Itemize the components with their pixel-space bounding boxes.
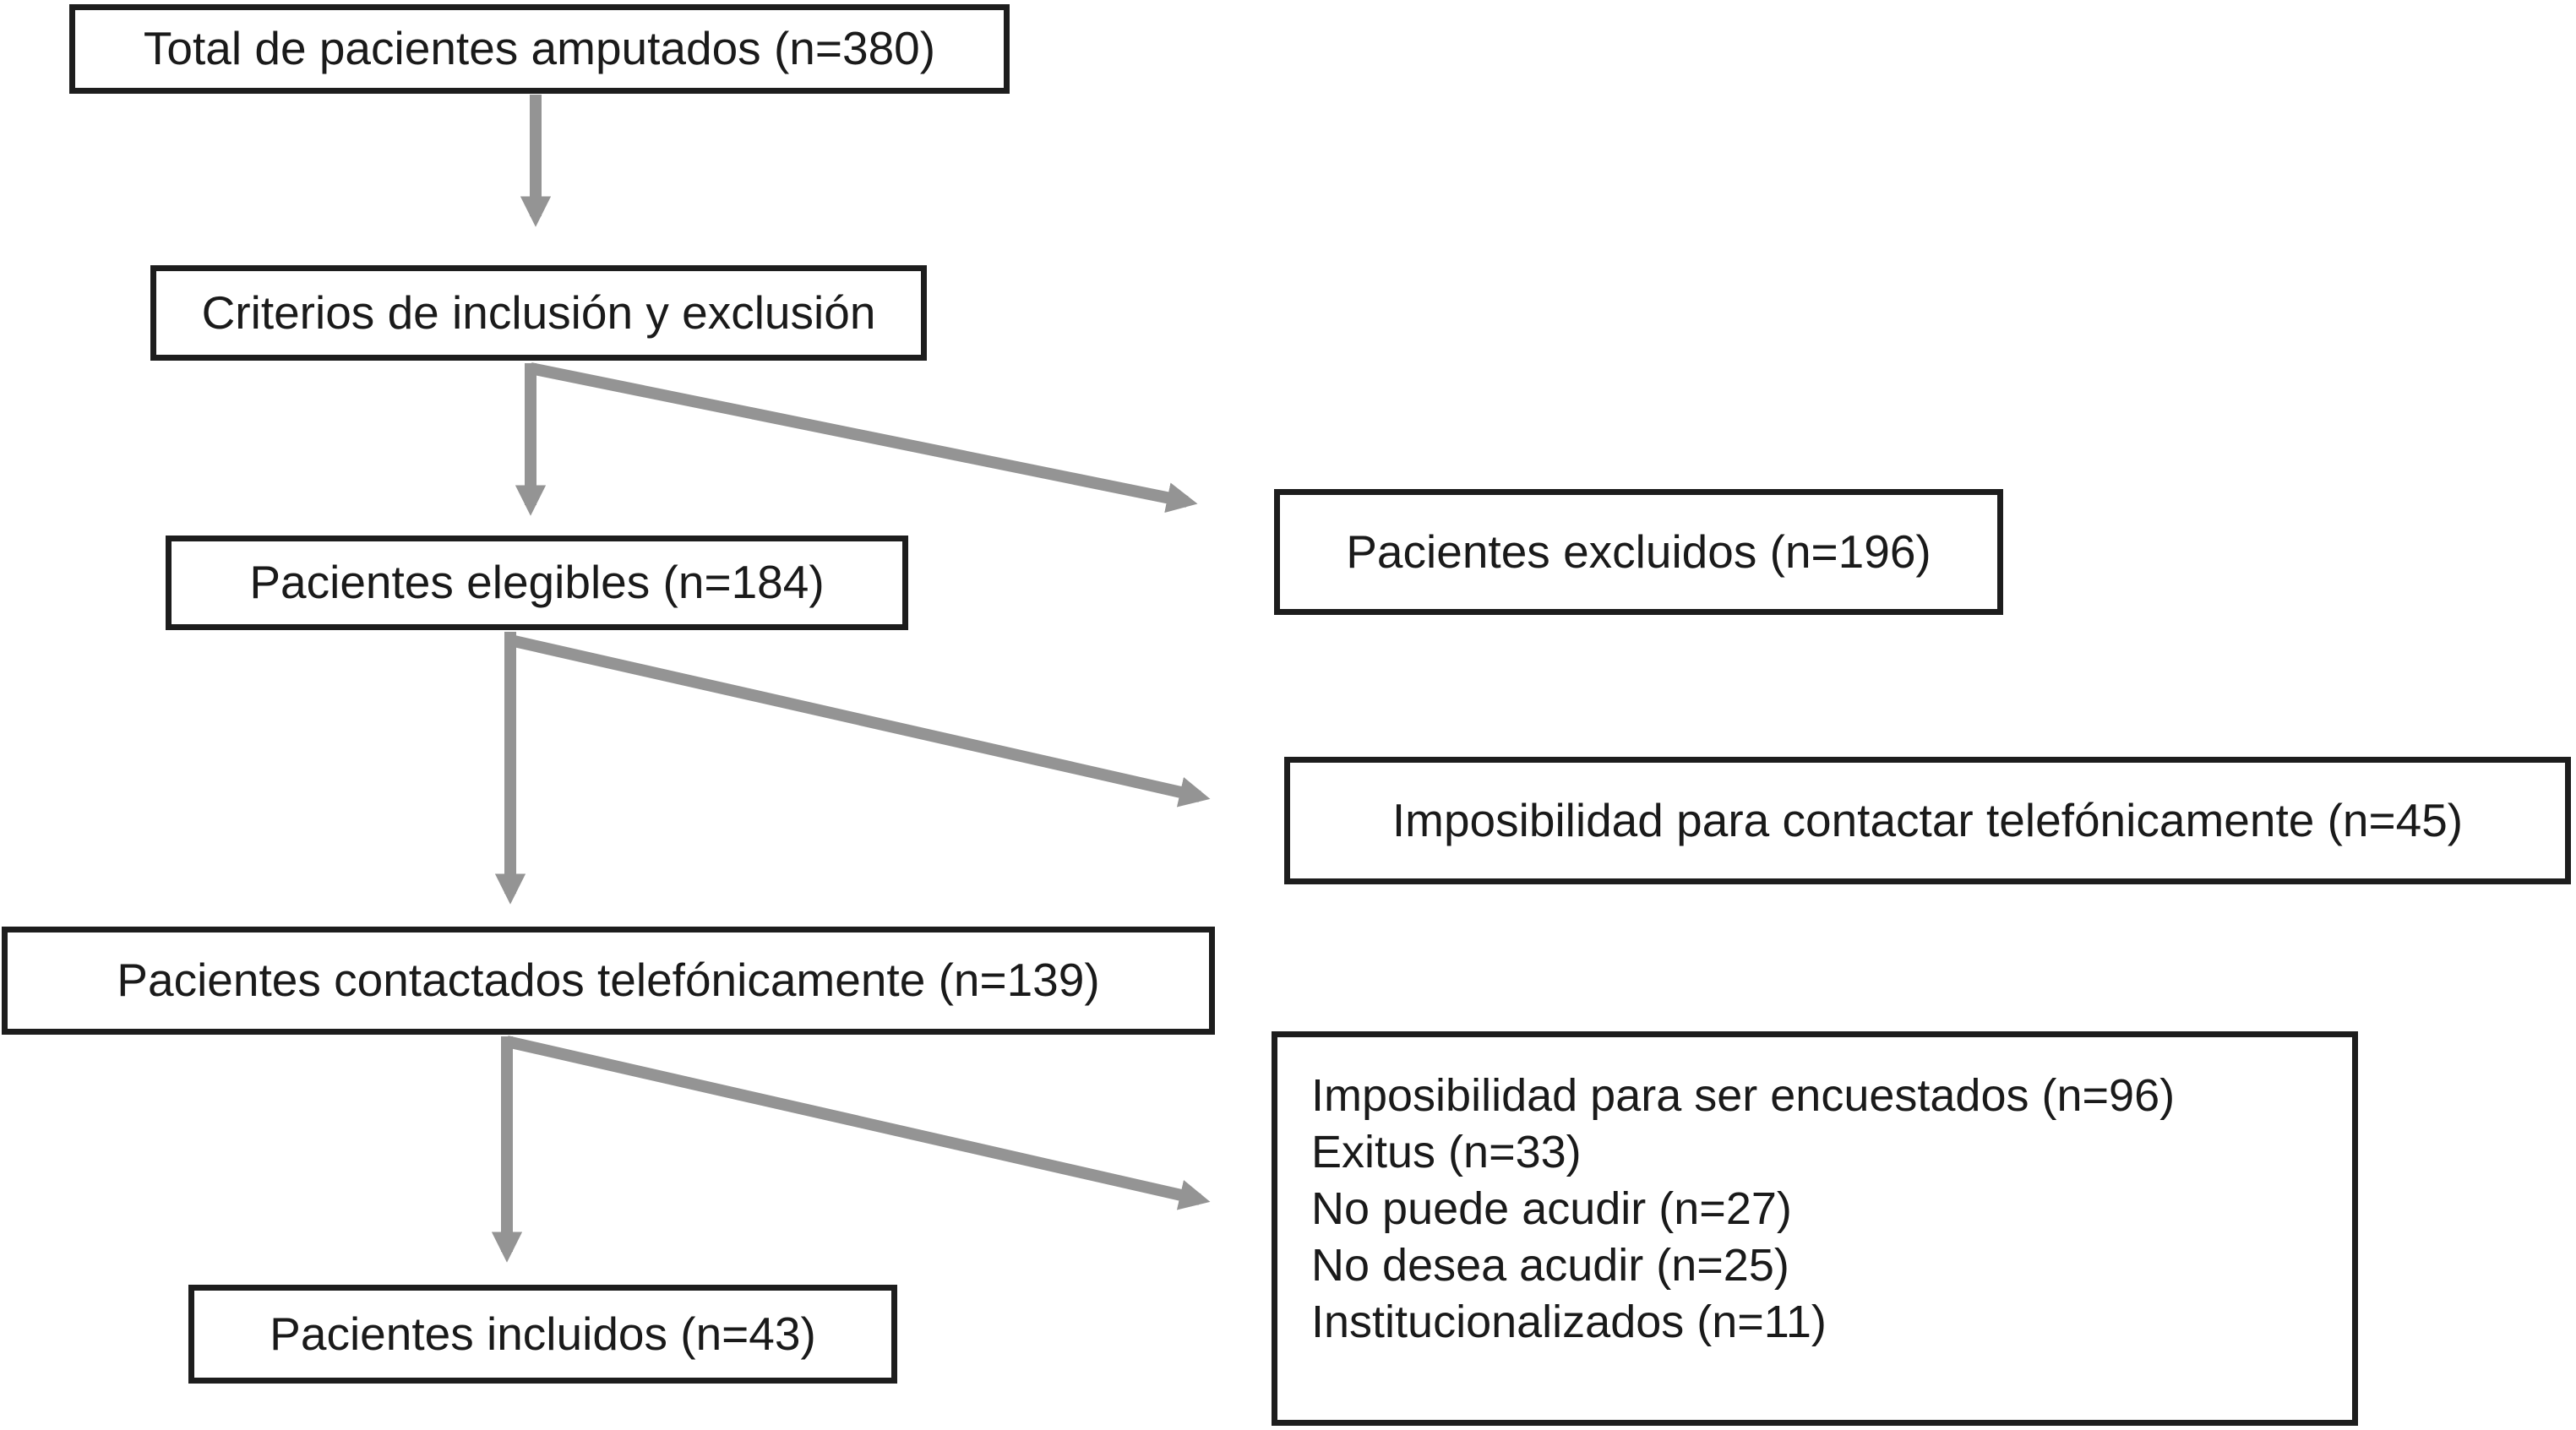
box-imposibilidad-contactar-label: Imposibilidad para contactar telefónicam… xyxy=(1391,793,2464,846)
box-total-amputados-label: Total de pacientes amputados (n=380) xyxy=(143,22,936,75)
box-excluidos-label: Pacientes excluidos (n=196) xyxy=(1346,525,1931,578)
no-encuestados-line-5: Institucionalizados (n=11) xyxy=(1311,1297,1827,1347)
no-encuestados-line-2: Exitus (n=33) xyxy=(1311,1127,1582,1177)
box-criterios-inclusion-exclusion: Criterios de inclusión y exclusión xyxy=(150,265,927,361)
arrow-elegibles-to-imposibilidad-contactar xyxy=(509,634,1211,807)
box-no-encuestados: Imposibilidad para ser encuestados (n=96… xyxy=(1272,1031,2358,1426)
box-imposibilidad-contactar: Imposibilidad para contactar telefónicam… xyxy=(1284,757,2571,884)
no-encuestados-line-1: Imposibilidad para ser encuestados (n=96… xyxy=(1311,1070,2176,1121)
box-contactados-label: Pacientes contactados telefónicamente (n… xyxy=(117,954,1100,1007)
box-incluidos-label: Pacientes incluidos (n=43) xyxy=(270,1307,816,1360)
box-pacientes-elegibles: Pacientes elegibles (n=184) xyxy=(166,536,908,630)
box-pacientes-excluidos: Pacientes excluidos (n=196) xyxy=(1274,489,2003,615)
box-total-amputados: Total de pacientes amputados (n=380) xyxy=(69,4,1010,94)
box-pacientes-contactados: Pacientes contactados telefónicamente (n… xyxy=(2,927,1215,1035)
arrow-criterios-to-excluidos xyxy=(529,362,1198,514)
box-pacientes-incluidos: Pacientes incluidos (n=43) xyxy=(188,1285,897,1384)
arrow-contactados-to-no-encuestados xyxy=(505,1036,1211,1210)
box-elegibles-label: Pacientes elegibles (n=184) xyxy=(249,556,825,609)
box-criterios-label: Criterios de inclusión y exclusión xyxy=(201,285,876,339)
no-encuestados-line-3: No puede acudir (n=27) xyxy=(1311,1183,1792,1234)
no-encuestados-line-4: No desea acudir (n=25) xyxy=(1311,1240,1789,1291)
